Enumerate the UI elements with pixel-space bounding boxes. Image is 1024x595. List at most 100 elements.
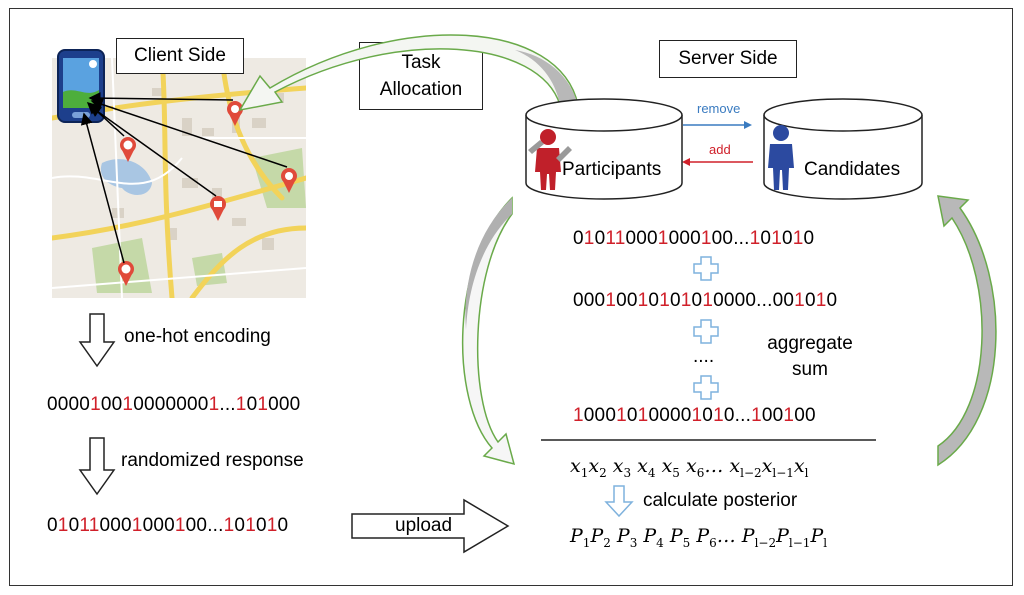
bit-run: 000 (142, 515, 175, 536)
map-pins (118, 101, 297, 286)
highlighted-bit: 1 (223, 515, 235, 536)
randomized-response-label: randomized response (121, 450, 304, 471)
highlighted-bit: 1 (794, 290, 805, 311)
highlighted-bit: 1 (783, 405, 795, 426)
highlighted-bit: 1 (245, 515, 256, 536)
upload-label: upload (395, 515, 453, 536)
bit-run: 0 (760, 228, 772, 249)
highlighted-bit: 11 (605, 228, 626, 249)
down-arrow-posterior (604, 485, 634, 518)
bit-run: 0 (626, 405, 638, 426)
city-map-illustration (52, 58, 306, 298)
highlighted-bit: 1 (637, 405, 649, 426)
highlighted-bit: 1 (266, 515, 278, 536)
bit-run: 0 (47, 515, 58, 536)
highlighted-bit: 1 (792, 228, 804, 249)
highlighted-bit: 1 (616, 405, 627, 426)
bit-run: 0 (781, 228, 793, 249)
candidates-database (763, 98, 923, 200)
encoded-bit-vector: 0000100100000001...101000 (47, 394, 300, 416)
client-side-title: Client Side (116, 38, 244, 74)
bit-run: 0000 (648, 405, 692, 426)
task-allocation-line2: Allocation (379, 79, 463, 100)
highlighted-bit: 1 (605, 290, 617, 311)
down-arrow-encoding (78, 313, 116, 368)
posterior-formula: P1P2 P3 P4 P5 P6… Pl−2Pl−1Pl (570, 525, 828, 550)
bit-run: 00... (185, 515, 224, 536)
task-allocation-arrow (238, 34, 579, 112)
aggregate-label-line2: sum (792, 359, 828, 380)
pin-icon-mail (210, 196, 226, 221)
bit-run: 00 (761, 405, 784, 426)
participant-bit-vector-2: 00010010101010000...001010 (573, 290, 837, 312)
highlighted-bit: 11 (79, 515, 100, 536)
highlighted-bit: 1 (122, 394, 134, 415)
bit-run: 0 (573, 228, 584, 249)
highlighted-bit: 1 (583, 228, 595, 249)
bit-run: ... (219, 394, 236, 415)
aggregate-label-line1: aggregate (767, 333, 853, 354)
highlighted-bit: 1 (713, 405, 724, 426)
bit-run: 0000...00 (713, 290, 795, 311)
bit-run: 0 (255, 515, 267, 536)
down-arrow-randomized (78, 437, 116, 496)
task-allocation-box: Task Allocation (359, 42, 483, 110)
pin-icon-home (227, 101, 243, 126)
highlighted-bit: 1 (749, 228, 761, 249)
bit-run: 000 (583, 405, 617, 426)
bit-run: 0 (648, 290, 660, 311)
bit-run: 000 (573, 290, 606, 311)
worker-person-icon (528, 129, 572, 190)
bit-run: 0 (669, 290, 681, 311)
posterior-to-candidates-arrow (937, 195, 997, 467)
highlighted-bit: 1 (659, 290, 670, 311)
bit-run: 0 (594, 228, 606, 249)
pin-icon-search (281, 168, 297, 193)
upload-arrow (351, 498, 510, 554)
task-allocation-line1: Task (401, 52, 441, 73)
bit-run: 000 (668, 228, 701, 249)
highlighted-bit: 1 (680, 290, 692, 311)
aggregate-sum-label: aggregate sum (760, 333, 860, 381)
perturbed-bit-vector: 010110001000100...101010 (47, 515, 288, 537)
highlighted-bit: 1 (235, 394, 247, 415)
participants-database (525, 98, 683, 200)
bit-run: 0 (277, 515, 289, 536)
bit-run: 0 (702, 405, 714, 426)
bit-run: 0 (826, 290, 838, 311)
highlighted-bit: 1 (751, 405, 762, 426)
bit-run: 0 (234, 515, 246, 536)
highlighted-bit: 1 (637, 290, 649, 311)
highlighted-bit: 1 (174, 515, 186, 536)
remove-label: remove (697, 101, 741, 116)
highlighted-bit: 1 (700, 228, 712, 249)
highlighted-bit: 1 (771, 228, 782, 249)
bit-run: 0000 (47, 394, 91, 415)
candidate-person-icon (768, 125, 794, 190)
plus-icon (693, 256, 719, 400)
highlighted-bit: 1 (90, 394, 101, 415)
participants-label: Participants (562, 159, 662, 180)
highlighted-bit: 1 (702, 290, 714, 311)
bit-run: 0... (723, 405, 752, 426)
ellipsis-row: .... (693, 346, 715, 367)
bit-run: 000 (268, 394, 301, 415)
highlighted-bit: 1 (57, 515, 69, 536)
bit-run: 0 (246, 394, 258, 415)
add-label: add (709, 142, 731, 157)
bit-run: 0 (68, 515, 80, 536)
diagram-frame (9, 8, 1013, 586)
bit-run: 000 (99, 515, 132, 536)
highlighted-bit: 1 (691, 405, 703, 426)
bit-run: 0 (803, 228, 815, 249)
highlighted-bit: 1 (815, 290, 827, 311)
pin-icon-hospital (118, 261, 134, 286)
bit-run: 0 (691, 290, 703, 311)
bit-run: 000 (625, 228, 658, 249)
server-side-title: Server Side (659, 40, 797, 78)
bit-run: 00... (711, 228, 750, 249)
aggregated-counts-formula: x1x2 x3 x4 x5 x6… xl−2xl−1xl (570, 455, 809, 480)
one-hot-encoding-label: one-hot encoding (124, 326, 271, 347)
